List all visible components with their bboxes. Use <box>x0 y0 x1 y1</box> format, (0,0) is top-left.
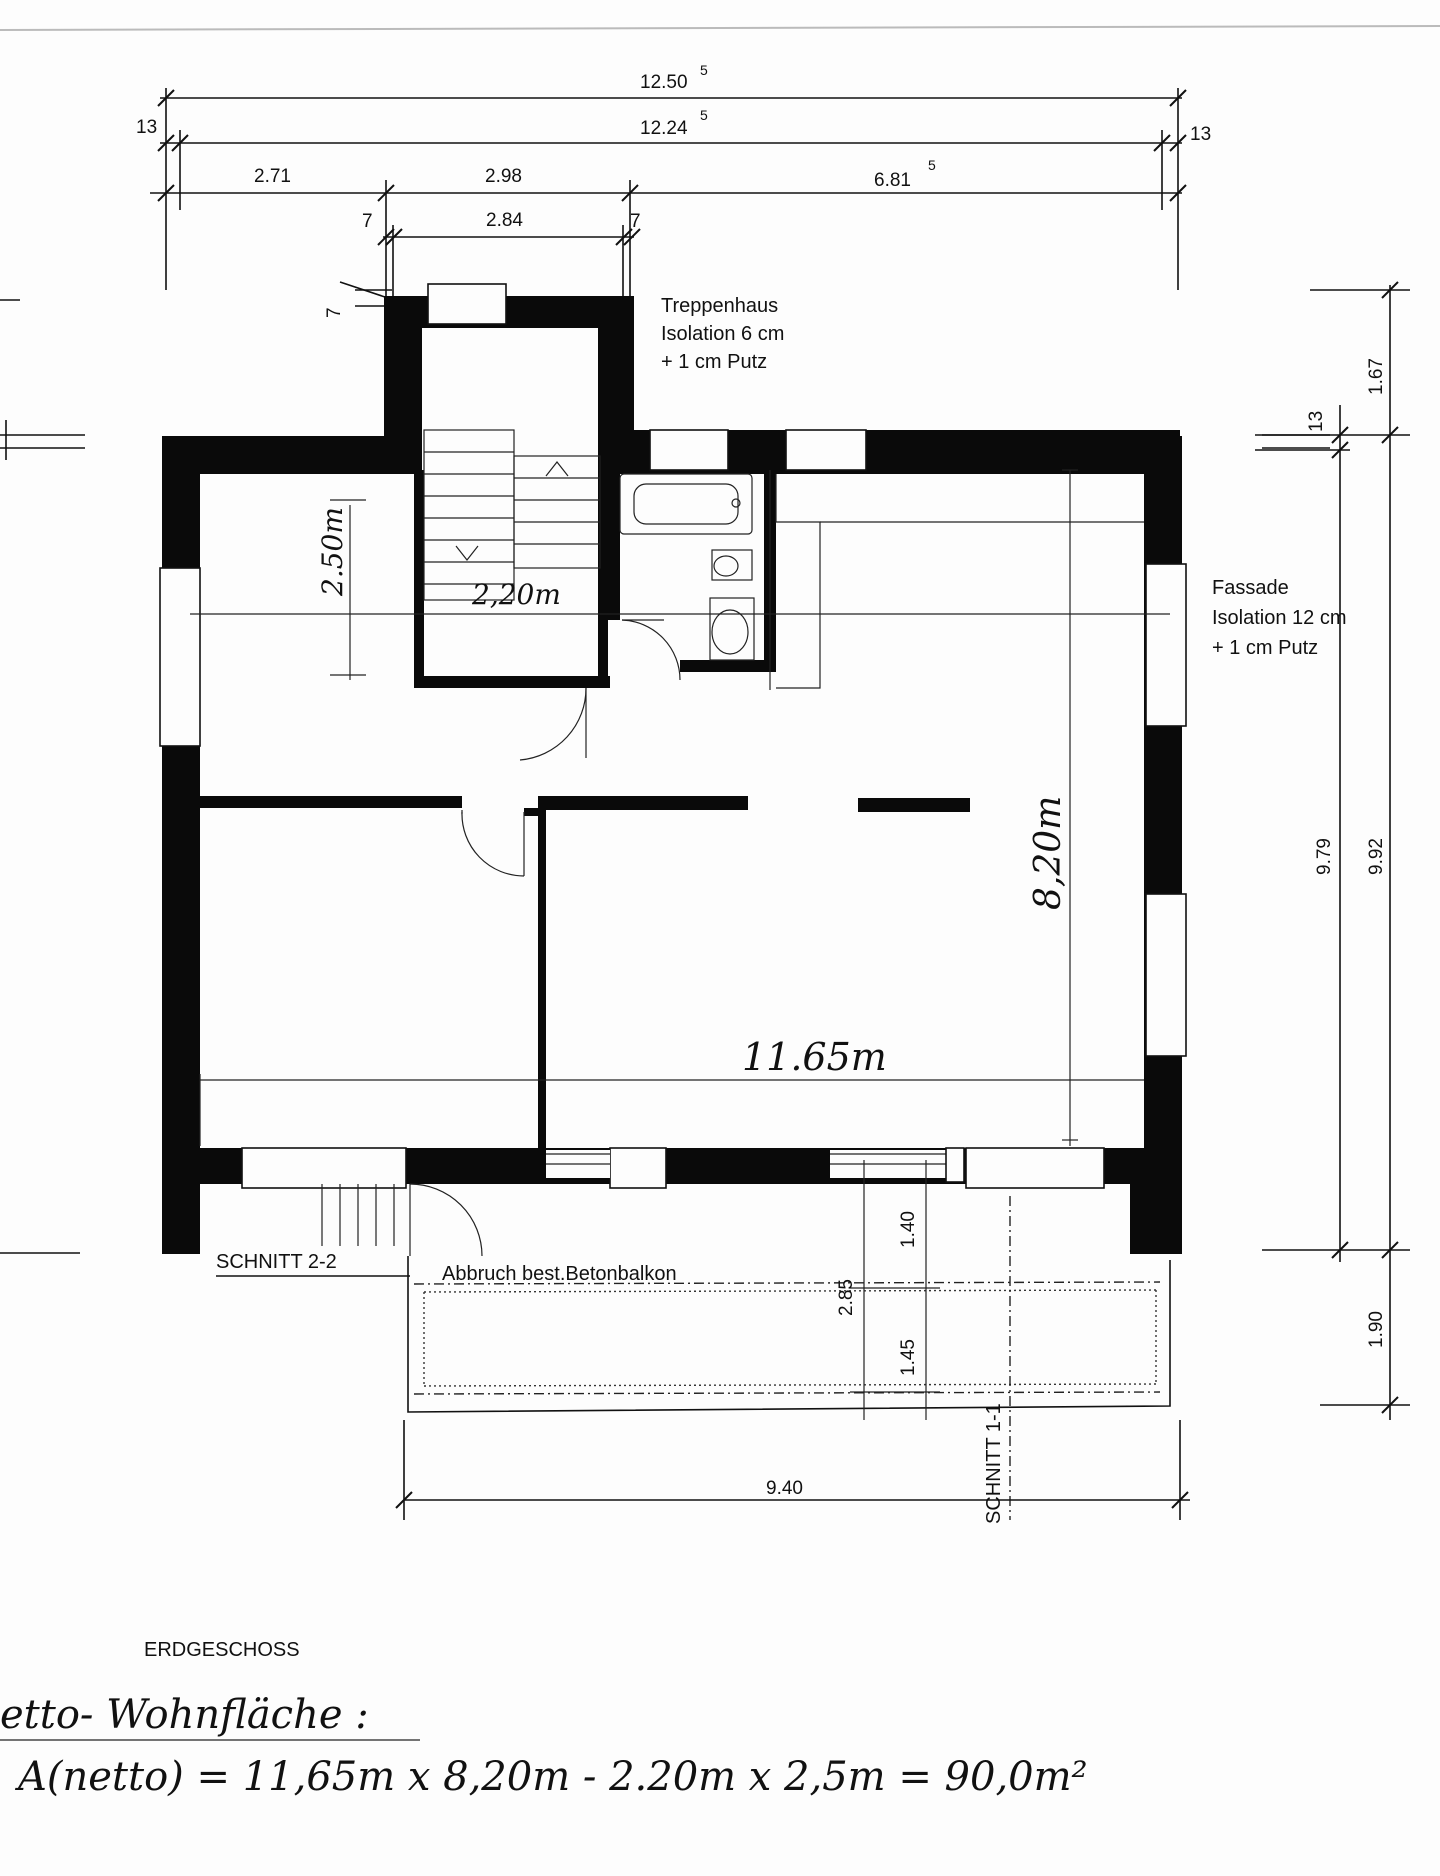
dim-edge-left: 13 <box>136 117 157 138</box>
scan-edge-line <box>0 25 1440 31</box>
note-stair-line3: + 1 cm Putz <box>661 351 767 373</box>
dim-seg-a: 2.71 <box>254 166 291 187</box>
dim-seg-b: 2.98 <box>485 166 522 187</box>
interior-dimension-lines <box>190 469 1170 1146</box>
dim-balcony-a: 1.40 <box>898 1211 919 1248</box>
dim-right-upper: 1.67 <box>1366 358 1387 395</box>
balcony-outline <box>407 1196 1171 1520</box>
left-page-fragments <box>0 420 1330 1254</box>
dim-overall-outer: 12.50 <box>640 72 688 93</box>
dim-overall-inner: 12.24 <box>640 118 688 139</box>
dim-overall-inner-sup: 5 <box>700 107 708 123</box>
note-stair-line1: Treppenhaus <box>661 295 778 317</box>
dim-balcony-b: 1.45 <box>898 1339 919 1376</box>
dim-stair-wall-right: 7 <box>630 211 641 232</box>
bathroom-fixtures <box>619 470 1144 690</box>
note-stair-line2: Isolation 6 cm <box>661 323 784 345</box>
balcony-dimensions <box>395 1160 1190 1520</box>
note-facade-line1: Fassade <box>1212 577 1289 599</box>
floor-name: ERDGESCHOSS <box>144 1639 300 1661</box>
hand-room-length: 11.65m <box>742 1035 887 1079</box>
dim-stair-top-wall: 7 <box>324 307 345 318</box>
dim-overall-outer-sup: 5 <box>700 62 708 78</box>
note-facade-line2: Isolation 12 cm <box>1212 607 1347 629</box>
dim-right-lower: 1.90 <box>1366 1311 1387 1348</box>
windows <box>159 283 1187 1189</box>
top-dimension-chains <box>150 88 1187 300</box>
dim-balcony-width: 9.40 <box>766 1478 803 1499</box>
hand-area-label: etto- Wohnfläche : <box>0 1692 369 1738</box>
stairs <box>423 429 601 601</box>
dim-edge-right: 13 <box>1190 124 1211 145</box>
dim-seg-c: 6.81 <box>874 170 911 191</box>
dim-stair-wall-left: 7 <box>362 211 373 232</box>
dim-right-inner: 9.79 <box>1314 838 1335 875</box>
section-label-1-1: SCHNITT 1-1 <box>983 1403 1005 1524</box>
section-label-2-2: SCHNITT 2-2 <box>216 1251 337 1273</box>
note-facade-line3: + 1 cm Putz <box>1212 637 1318 659</box>
dim-right-outer: 9.92 <box>1366 838 1387 875</box>
doors <box>321 619 681 1257</box>
hand-stair-width: 2,20m <box>471 578 561 611</box>
dim-balcony-total: 2.85 <box>836 1279 857 1316</box>
dim-right-small: 13 <box>1306 411 1327 432</box>
hand-area-formula: A(netto) = 11,65m x 8,20m - 2.20m x 2,5m… <box>14 1754 1088 1800</box>
dim-stair-inner: 2.84 <box>486 210 523 231</box>
hand-room-depth: 8,20m <box>1028 796 1069 910</box>
hand-stair-height: 2.50m <box>316 507 349 597</box>
note-demolition: Abbruch best.Betonbalkon <box>442 1263 677 1285</box>
dim-seg-c-sup: 5 <box>928 157 936 173</box>
